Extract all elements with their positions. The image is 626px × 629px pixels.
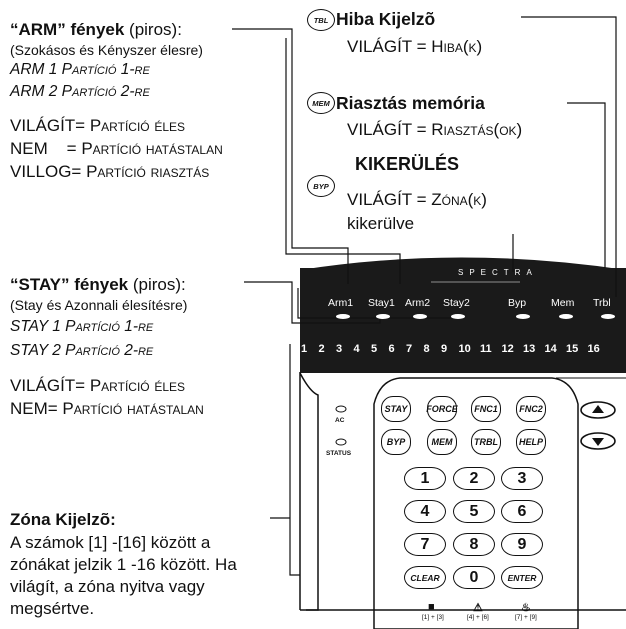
stay-title-rest: fények (69, 275, 129, 294)
panic-label-3: [7] + [9] (515, 614, 537, 621)
zone-desc-2: zónákat jelzik 1 -16 között. Ha (10, 555, 237, 574)
key-7[interactable]: 7 (404, 533, 446, 556)
memory-state: VILÁGÍT = Riasztás(ok) (347, 120, 523, 139)
bypass-icon: BYP (307, 175, 335, 197)
zone-number-11: 11 (480, 343, 492, 355)
stay-line-2: STAY 2 Partíció 2-re (10, 342, 154, 359)
led-label-arm2: Arm2 (405, 297, 431, 309)
stay-state-1: VILÁGÍT= Partíció éles (10, 376, 186, 395)
led-stay2 (451, 314, 465, 319)
warning-icon: ⚠ (473, 602, 483, 614)
panic-label-1: [1] + [3] (422, 614, 444, 621)
fire-icon: ♨ (521, 602, 531, 614)
arm-state-3: VILLOG= Partíció riasztás (10, 162, 210, 181)
bypass-title: KIKERÜLÉS (355, 154, 460, 174)
zone-desc-3: világít, a zóna nyitva vagy (10, 577, 205, 596)
panic-label-2: [4] + [6] (467, 614, 489, 621)
zone-desc-1: A számok [1] -[16] között a (10, 533, 211, 552)
zone-number-14: 14 (544, 343, 557, 355)
arm-title-rest: fények (65, 20, 125, 39)
stay-title-quoted: “STAY” (10, 275, 70, 294)
fnc1-key[interactable]: FNC1 (471, 396, 501, 422)
zone-number-4: 4 (353, 343, 360, 355)
zone-number-6: 6 (388, 343, 395, 355)
key-1[interactable]: 1 (404, 467, 446, 490)
led-trbl (601, 314, 615, 319)
zone-number-3: 3 (336, 343, 343, 355)
key-8[interactable]: 8 (453, 533, 495, 556)
key-4[interactable]: 4 (404, 500, 446, 523)
key-3[interactable]: 3 (501, 467, 543, 490)
zone-desc-4: megsértve. (10, 599, 95, 618)
led-label-stay1: Stay1 (368, 297, 395, 309)
zone-number-13: 13 (523, 343, 536, 355)
led-label-trbl: Trbl (593, 297, 611, 309)
force-key[interactable]: FORCE (426, 396, 458, 422)
key-2[interactable]: 2 (453, 467, 495, 490)
led-label-arm1: Arm1 (328, 297, 354, 309)
bypass-state-2: kikerülve (347, 214, 415, 233)
arm-line-1: ARM 1 Partíció 1-re (10, 61, 150, 78)
memory-icon: MEM (307, 92, 335, 114)
zone-number-2: 2 (318, 343, 325, 355)
led-arm2 (413, 314, 427, 319)
key-clear[interactable]: CLEAR (404, 566, 446, 589)
status-label: STATUS (326, 450, 352, 457)
zone-number-16: 16 (587, 343, 600, 355)
bypass-state: VILÁGÍT = Zóna(k) (347, 190, 487, 209)
mem-key[interactable]: MEM (427, 429, 457, 455)
led-arm1 (336, 314, 350, 319)
stay-subtitle: (Stay és Azonnali élesítésre) (10, 297, 188, 313)
ac-label: AC (335, 417, 345, 424)
byp-key[interactable]: BYP (381, 429, 411, 455)
zone-number-7: 7 (406, 343, 413, 355)
zone-title: Zóna Kijelzõ: (10, 510, 116, 529)
zone-number-8: 8 (423, 343, 430, 355)
key-6[interactable]: 6 (501, 500, 543, 523)
key-0[interactable]: 0 (453, 566, 495, 589)
stay-line-1: STAY 1 Partíció 1-re (10, 318, 154, 335)
arm-section-title: “ARM” fények (piros): (10, 21, 182, 38)
arm-state-1: VILÁGÍT= Partíció éles (10, 116, 186, 135)
zone-number-15: 15 (566, 343, 579, 355)
help-key[interactable]: HELP (516, 429, 546, 455)
trouble-icon: TBL (307, 9, 335, 31)
trouble-state: VILÁGÍT = Hiba(k) (347, 37, 483, 56)
zone-number-12: 12 (501, 343, 514, 355)
zone-number-5: 5 (371, 343, 378, 355)
zone-number-9: 9 (441, 343, 448, 355)
zone-number-1: 1 (301, 343, 308, 355)
stay-title-paren: (piros): (128, 275, 186, 294)
key-9[interactable]: 9 (501, 533, 543, 556)
led-byp (516, 314, 530, 319)
brand-label: SPECTRA (458, 268, 538, 277)
led-stay1 (376, 314, 390, 319)
led-label-mem: Mem (551, 297, 575, 309)
trbl-key[interactable]: TRBL (471, 429, 501, 455)
trouble-title: Hiba Kijelzõ (336, 9, 436, 29)
fnc2-key[interactable]: FNC2 (516, 396, 546, 422)
stay-key[interactable]: STAY (381, 396, 411, 422)
led-label-byp: Byp (508, 297, 527, 309)
led-mem (559, 314, 573, 319)
stay-section-title: “STAY” fények (piros): (10, 276, 186, 293)
led-label-stay2: Stay2 (443, 297, 470, 309)
key-enter[interactable]: ENTER (501, 566, 543, 589)
arm-line-2: ARM 2 Partíció 2-re (10, 83, 150, 100)
police-icon: ■ (428, 601, 435, 613)
arm-subtitle: (Szokásos és Kényszer élesre) (10, 42, 203, 58)
zone-number-10: 10 (458, 343, 471, 355)
key-5[interactable]: 5 (453, 500, 495, 523)
stay-state-2: NEM= Partíció hatástalan (10, 399, 204, 418)
arm-state-2: NEM = Partíció hatástalan (10, 139, 223, 158)
arm-title-paren: (piros): (124, 20, 182, 39)
memory-title: Riasztás memória (336, 93, 485, 113)
arm-title-quoted: “ARM” (10, 20, 66, 39)
